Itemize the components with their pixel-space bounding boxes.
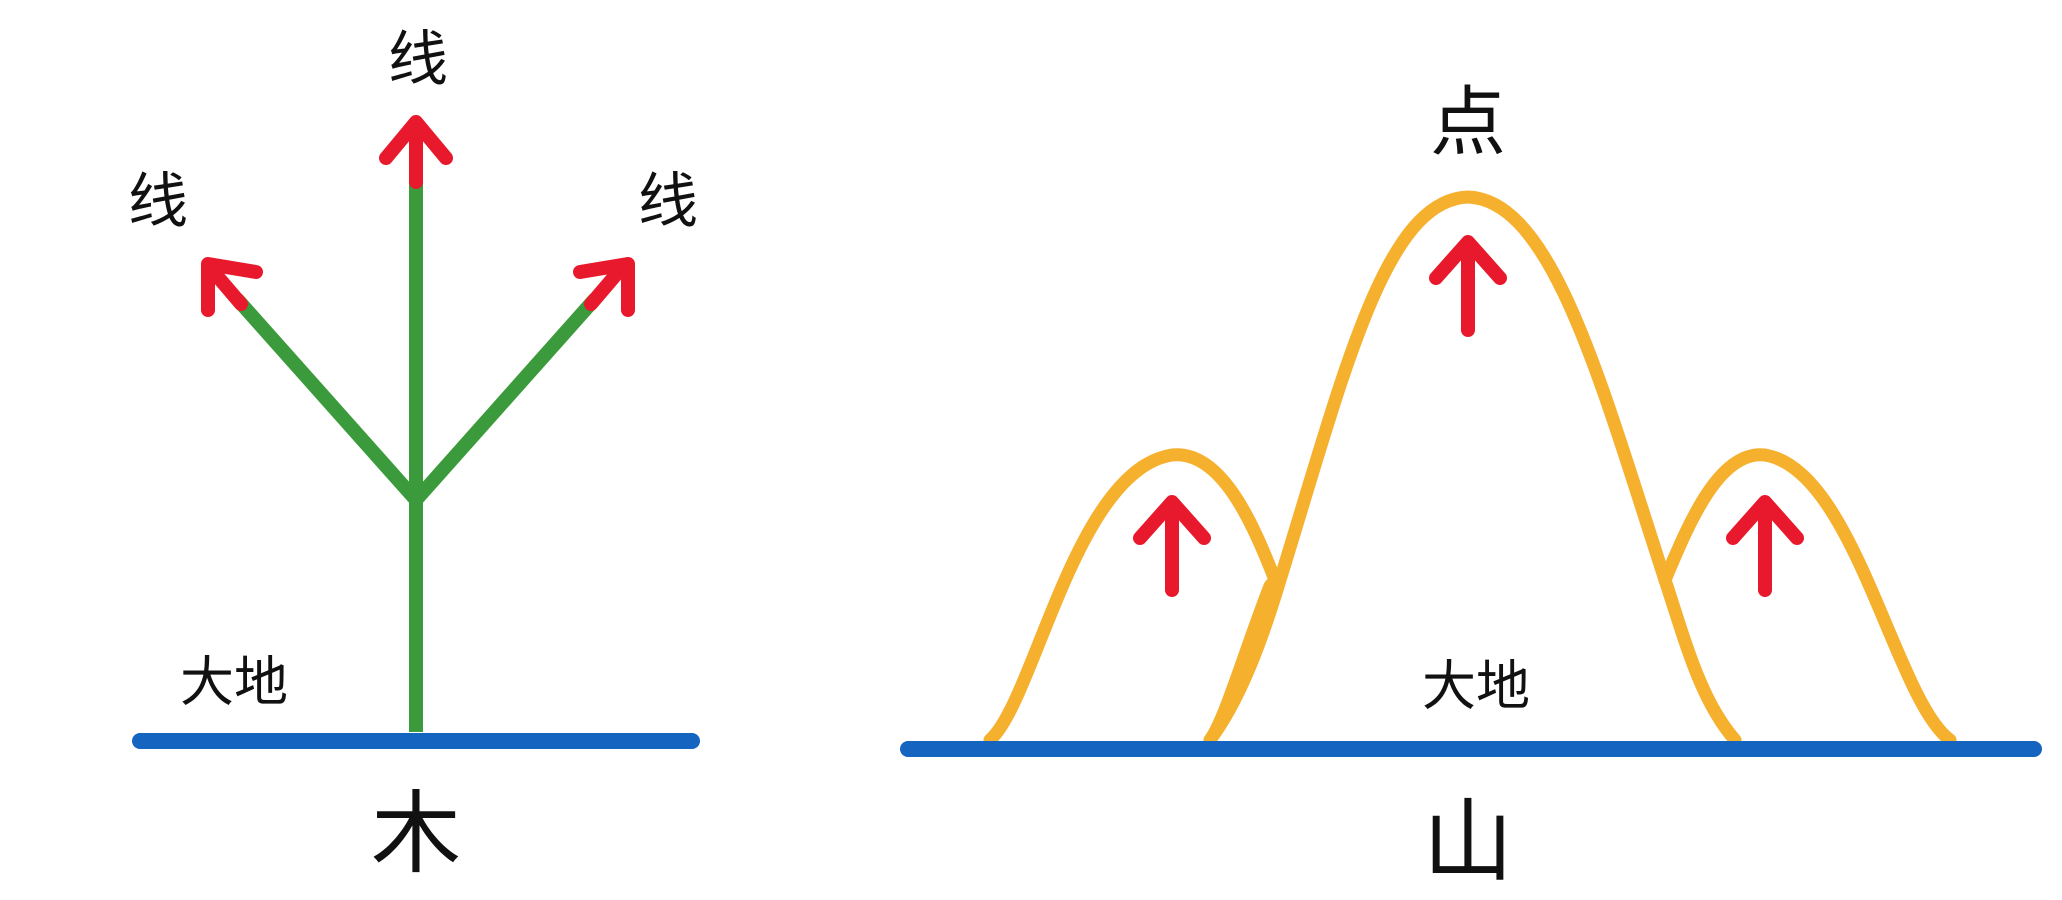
mountain-label-ground: 大地 bbox=[1422, 655, 1530, 718]
mountain-peak-center bbox=[1203, 190, 1742, 747]
mountain-character: 山 bbox=[1423, 790, 1513, 895]
mountain-hill-left bbox=[983, 448, 1282, 747]
tree-diagram: 线 线 线 大地 木 bbox=[128, 25, 700, 887]
tree-arrow-left bbox=[201, 257, 263, 317]
tree-branch-left bbox=[231, 293, 423, 507]
tree-label-line-left: 线 bbox=[128, 167, 188, 237]
tree-branch-right bbox=[409, 293, 601, 507]
tree-arrow-top bbox=[379, 115, 453, 189]
mountain-arrow-center bbox=[1429, 235, 1507, 337]
tree-character: 木 bbox=[371, 782, 461, 887]
tree-label-ground: 大地 bbox=[180, 651, 288, 714]
tree-arrow-right bbox=[573, 257, 635, 317]
mountain-hill-right bbox=[1658, 448, 1957, 747]
mountain-label-point: 点 bbox=[1430, 78, 1506, 167]
mountain-arrow-left bbox=[1133, 495, 1211, 597]
tree-label-line-top: 线 bbox=[388, 25, 448, 95]
mountain-diagram: 点 大地 山 bbox=[900, 78, 2042, 895]
mountain-arrow-right bbox=[1726, 495, 1804, 597]
tree-label-line-right: 线 bbox=[638, 167, 698, 237]
